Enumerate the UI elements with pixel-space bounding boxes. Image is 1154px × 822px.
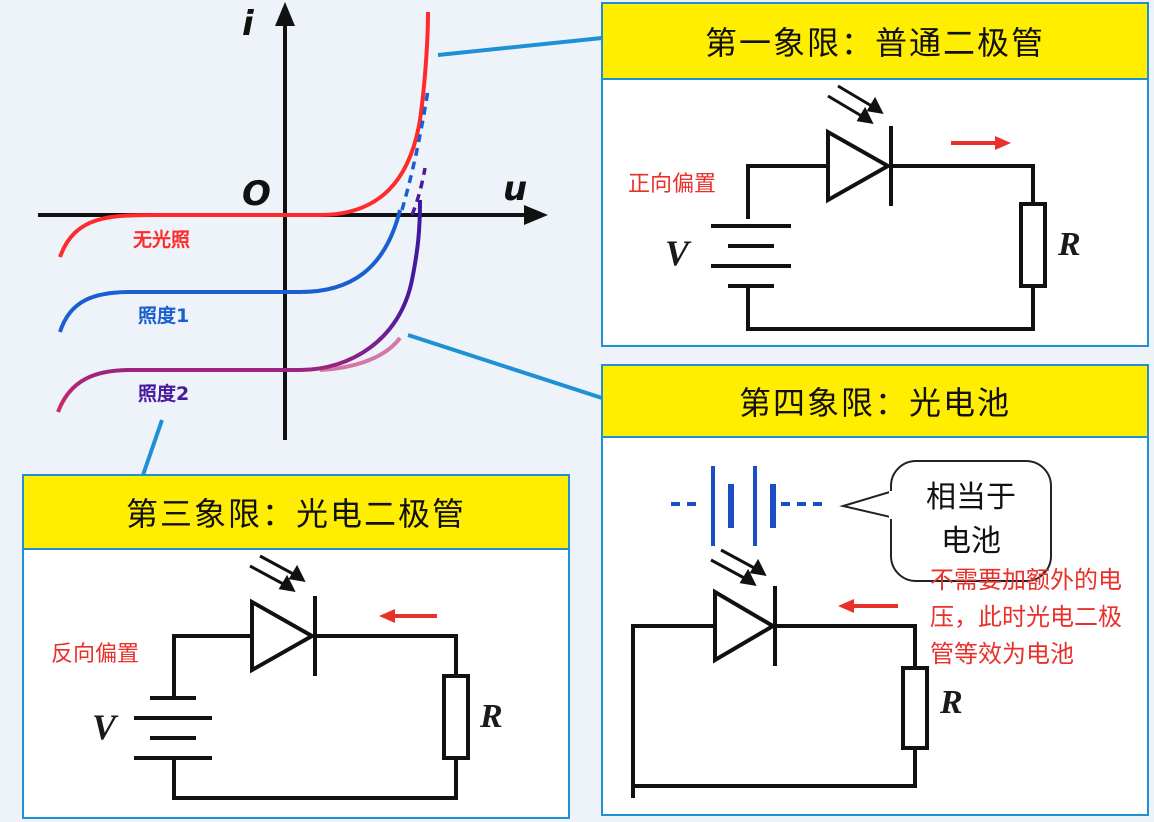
curve-light2-dashed (410, 167, 427, 216)
diode-triangle (826, 128, 893, 204)
i-axis-arrow (275, 2, 295, 26)
resistor-label: R (940, 684, 963, 721)
curve-light-2 (56, 199, 422, 413)
light-arrows-icon (249, 554, 306, 592)
curve-label-light-2: 照度2 (138, 382, 189, 405)
circuit-q4 (631, 466, 929, 798)
bubble-tail (839, 489, 897, 520)
note-line-2: 压，此时光电二极 (930, 603, 1122, 631)
curve-label-no-light: 无光照 (133, 228, 190, 251)
light-arrows-icon (827, 84, 884, 124)
bias-label: 正向偏置 (628, 172, 717, 197)
resistor (901, 666, 929, 750)
panel-q3-title: 第三象限：光电二极管 (24, 476, 568, 550)
current-arrow-right-icon (951, 136, 1011, 150)
voltage-label: V (665, 233, 690, 273)
bubble-line-2: 电池 (941, 524, 1001, 559)
circuit-q3 (134, 554, 470, 800)
battery-equivalent-icon (671, 466, 823, 546)
panel-quadrant-1: 第一象限：普通二极管 正向偏置 V R (601, 2, 1149, 347)
panel-q4-title: 第四象限：光电池 (603, 366, 1147, 438)
panel-quadrant-3: 第三象限：光电二极管 反向偏置 V R (22, 474, 570, 819)
current-arrow-left-icon (838, 599, 898, 613)
diode-triangle (250, 598, 317, 674)
axis-u-label: u (503, 169, 527, 209)
bias-label: 反向偏置 (51, 642, 140, 667)
circuit-q1 (711, 84, 1047, 331)
panel-q1-title: 第一象限：普通二极管 (603, 4, 1147, 80)
bubble-line-1: 相当于 (926, 480, 1016, 515)
u-axis-arrow (524, 205, 548, 225)
current-arrow-left-icon (379, 609, 437, 623)
panel-quadrant-4: 第四象限：光电池 R (601, 364, 1149, 816)
speech-bubble: 相当于 电池 (890, 460, 1052, 582)
wire (746, 164, 828, 219)
diode-triangle (713, 588, 777, 664)
resistor-label: R (1058, 226, 1081, 263)
axis-i-label: i (242, 4, 255, 44)
origin-label: O (242, 174, 271, 214)
note-line-1: 不需要加额外的电 (930, 566, 1122, 594)
explanation-note: 不需要加额外的电 压，此时光电二极 管等效为电池 (930, 562, 1150, 673)
curve-no-light (58, 11, 430, 258)
note-line-3: 管等效为电池 (930, 640, 1074, 668)
resistor-label: R (480, 698, 503, 735)
curve-light-1 (58, 209, 402, 333)
resistor (1019, 202, 1047, 288)
resistor (442, 674, 470, 760)
curve-label-light-1: 照度1 (138, 304, 189, 327)
light-arrows-icon (710, 548, 767, 586)
voltage-label: V (92, 707, 117, 747)
curve-no-light-dashed (400, 89, 430, 211)
iv-graph: i u O 无光照 照度1 照度2 (38, 2, 548, 440)
